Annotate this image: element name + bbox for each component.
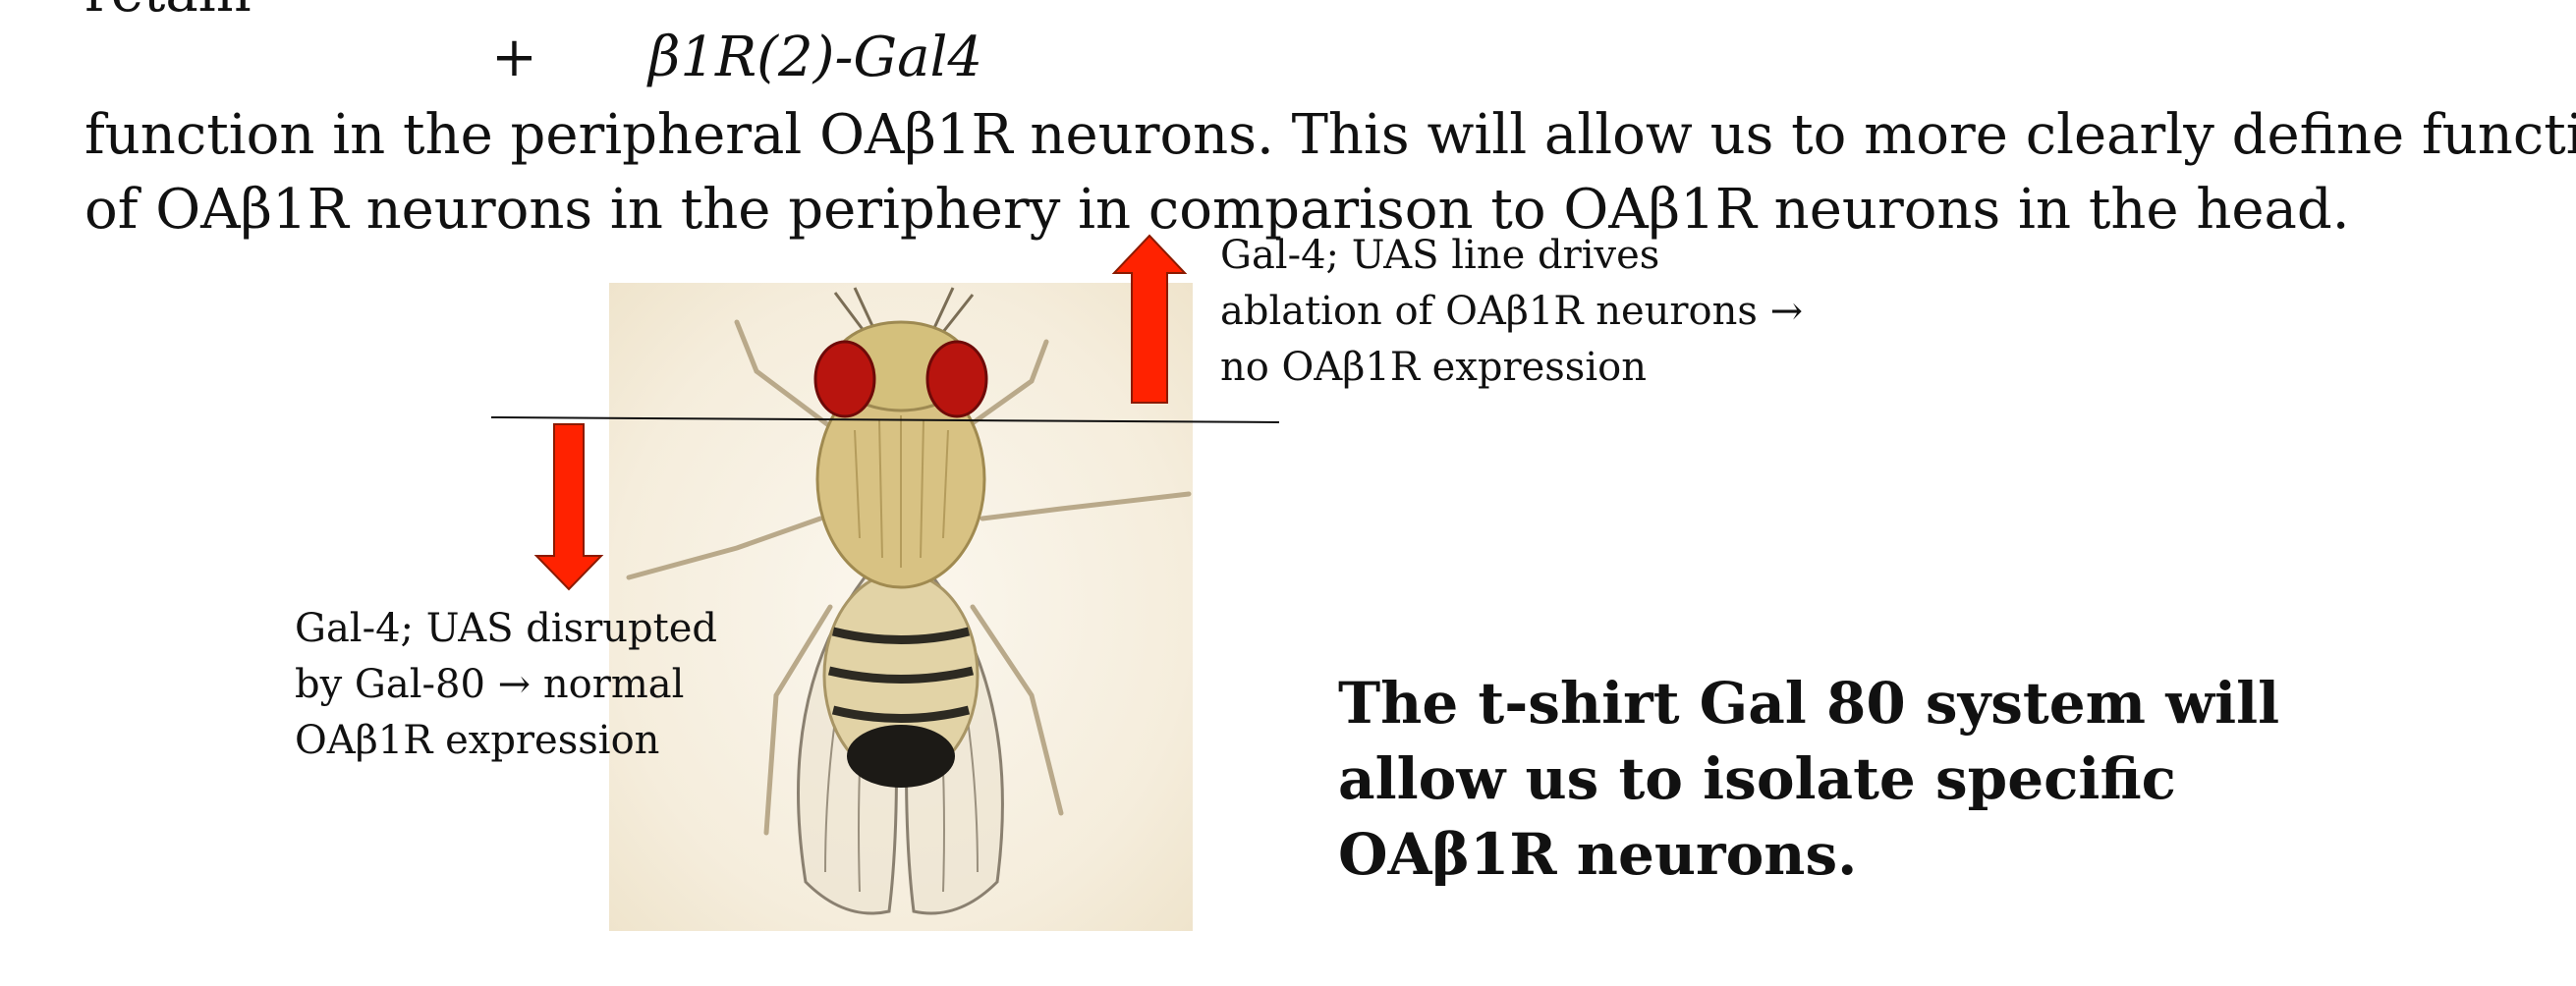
body-gal80-annotation: Gal-4; UAS disrupted by Gal-80 → normal … [295,601,756,769]
up-arrow-icon [1114,236,1185,403]
down-arrow-icon [536,424,601,589]
takeaway-statement: The t-shirt Gal 80 system will allow us … [1338,666,2399,893]
head-body-divider-line [491,417,1279,422]
head-ablation-annotation: Gal-4; UAS line drives ablation of OAβ1R… [1220,228,1829,396]
